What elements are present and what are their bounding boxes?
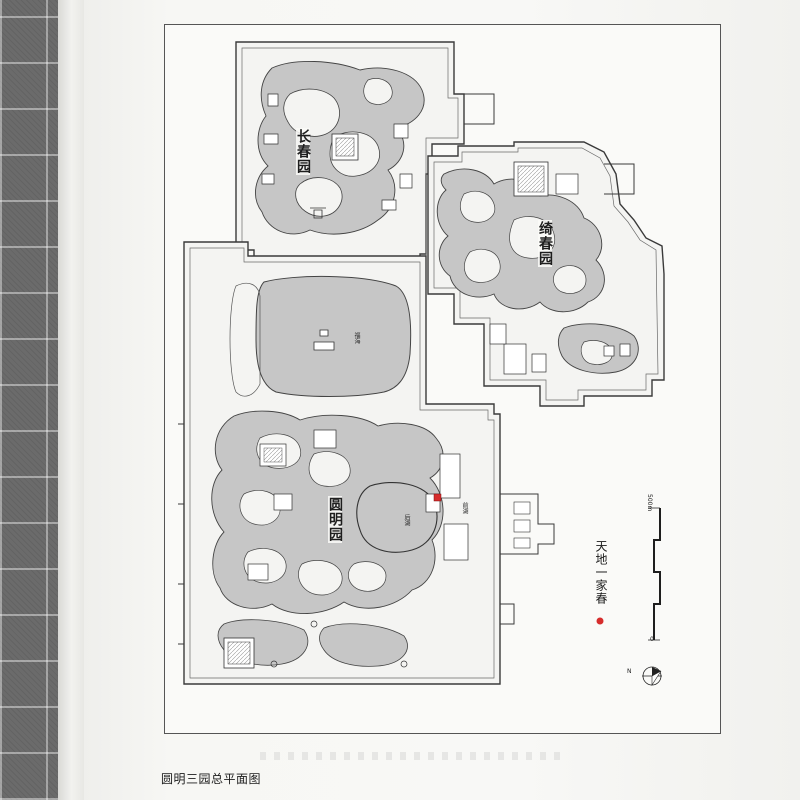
figure-caption: 圆明三园总平面图 [161,772,262,786]
garden-plan-map [178,41,665,687]
legend-label: 天地一家春 [594,540,608,605]
show-through-text [260,752,560,760]
fuhai-lake [229,275,412,397]
yuanming-garden-label: 圆明园 [327,496,343,543]
fuhai-lake-label: 福海 [353,332,360,344]
tiandi-yijiachun-marker [433,493,442,502]
scale-bar [648,507,661,641]
legend-bullet [596,617,604,625]
north-label: N [627,668,632,675]
scale-zero-label: 0 [650,636,654,643]
qichun-garden-label: 绮春园 [537,220,553,267]
houhu-lake-label: 后湖 [403,514,410,526]
changchun-water [255,61,425,235]
scale-max-label: 500m [646,494,653,512]
changchun-garden-label: 长春园 [295,128,311,175]
qianhu-lake-label: 前湖 [461,502,468,514]
yuanming-water [211,410,531,669]
north-arrow [642,666,662,687]
